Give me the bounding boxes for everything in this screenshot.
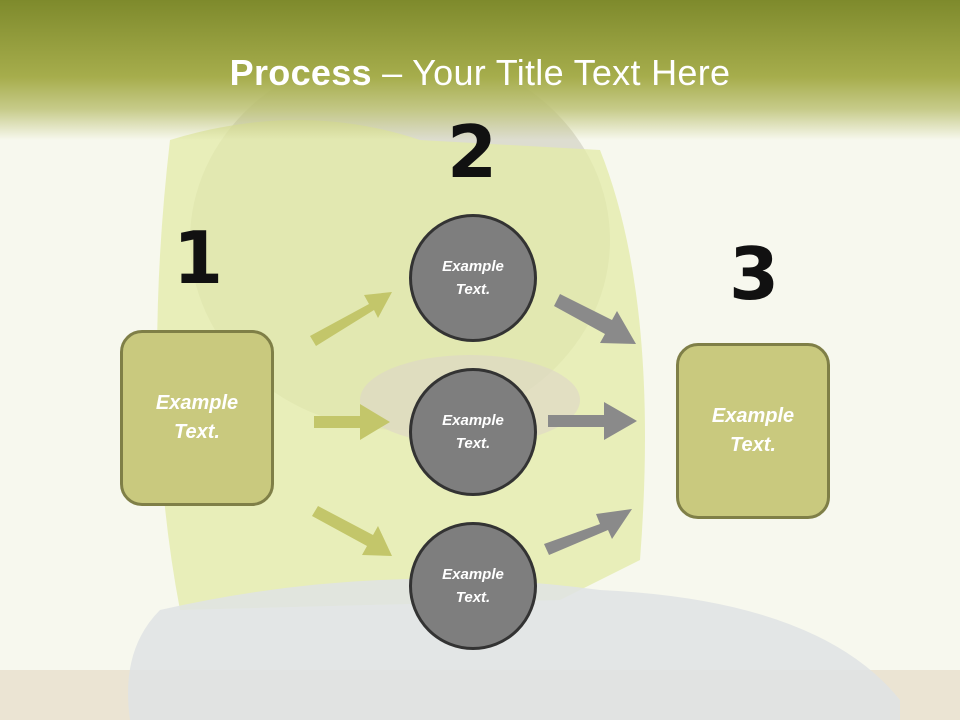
gray-arrow-down-right — [554, 294, 636, 344]
step-number-3: 3 — [728, 232, 780, 316]
circle-bottom: Example Text. — [409, 522, 537, 650]
left-box-text: Example Text. — [155, 392, 239, 443]
circle-top: Example Text. — [409, 214, 537, 342]
step-number-1: 1 — [172, 216, 224, 300]
right-box: Example Text. — [676, 343, 830, 519]
circle-middle: Example Text. — [409, 368, 537, 496]
right-box-text: Example Text. — [711, 405, 795, 456]
title-bold: Process — [229, 52, 372, 93]
green-arrow-down-right — [312, 506, 392, 556]
circle-bottom-text: Example Text. — [442, 566, 504, 606]
gray-arrow-right — [548, 402, 637, 440]
green-arrow-right — [314, 404, 390, 440]
slide-title: Process – Your Title Text Here — [0, 52, 960, 94]
green-arrow-up-right — [310, 292, 392, 346]
step-number-2: 2 — [446, 110, 498, 194]
circle-top-text: Example Text. — [442, 258, 504, 298]
left-box: Example Text. — [120, 330, 274, 506]
title-rest: – Your Title Text Here — [371, 52, 731, 93]
gray-arrow-up-right — [544, 509, 632, 555]
title-bar — [0, 0, 960, 140]
circle-middle-text: Example Text. — [442, 412, 504, 452]
